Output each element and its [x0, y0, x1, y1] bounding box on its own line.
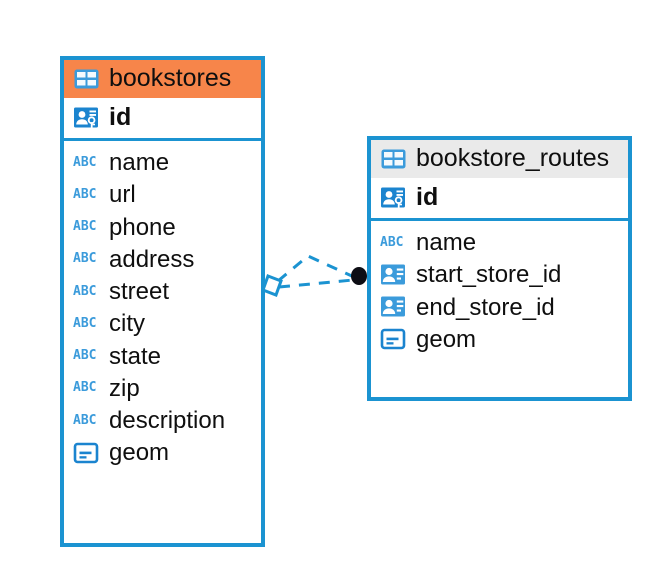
primary-key-label: id: [416, 183, 439, 211]
abc-type-glyph: ABC: [73, 251, 97, 267]
field-label: zip: [109, 374, 140, 402]
relationship-diamond-marker: [261, 274, 283, 297]
field-label: address: [109, 245, 195, 273]
entity-title: bookstores: [109, 64, 232, 92]
abc-type-icon: ABC: [73, 284, 100, 300]
field-row[interactable]: ABC name: [64, 147, 261, 179]
entity-title: bookstore_routes: [416, 144, 610, 172]
abc-type-icon: ABC: [73, 251, 100, 267]
abc-type-icon: ABC: [73, 348, 100, 364]
field-label: geom: [109, 439, 170, 467]
field-row[interactable]: ABC street: [64, 276, 261, 308]
abc-type-icon: ABC: [73, 187, 100, 203]
table-icon: [73, 68, 100, 90]
field-row[interactable]: geom: [371, 324, 628, 356]
field-row[interactable]: start_store_id: [371, 259, 628, 291]
field-label: state: [109, 342, 162, 370]
abc-type-glyph: ABC: [73, 154, 97, 170]
field-label: phone: [109, 213, 176, 241]
field-row[interactable]: ABC address: [64, 244, 261, 276]
abc-type-icon: ABC: [73, 155, 100, 171]
entity-bookstore-routes[interactable]: bookstore_routes id ABC: [367, 136, 632, 401]
abc-type-icon: ABC: [73, 316, 100, 332]
field-label: city: [109, 310, 145, 338]
abc-type-glyph: ABC: [73, 186, 97, 202]
entity-primary-key-row[interactable]: id: [64, 98, 261, 141]
field-label: geom: [416, 325, 477, 353]
primary-key-icon: [73, 105, 100, 131]
field-label: start_store_id: [416, 261, 562, 289]
abc-type-glyph: ABC: [73, 219, 97, 235]
abc-type-icon: ABC: [380, 235, 407, 251]
field-row[interactable]: ABC url: [64, 179, 261, 211]
abc-type-glyph: ABC: [73, 412, 97, 428]
abc-type-glyph: ABC: [73, 283, 97, 299]
field-row[interactable]: ABC phone: [64, 212, 261, 244]
geometry-icon: [73, 441, 100, 465]
field-row[interactable]: ABC zip: [64, 373, 261, 405]
entity-header-bookstores[interactable]: bookstores: [64, 60, 261, 98]
entity-field-list: ABC name start_store_id: [371, 221, 628, 363]
field-label: description: [109, 407, 226, 435]
foreign-key-icon: [380, 294, 407, 320]
relationship-circle-marker: [351, 267, 367, 285]
field-row[interactable]: end_store_id: [371, 292, 628, 324]
field-row[interactable]: ABC name: [371, 227, 628, 259]
field-label: name: [416, 229, 477, 256]
abc-type-icon: ABC: [73, 413, 100, 429]
abc-type-icon: ABC: [73, 380, 100, 396]
primary-key-icon: [380, 185, 407, 211]
entity-header-bookstore-routes[interactable]: bookstore_routes: [371, 140, 628, 178]
field-label: name: [109, 149, 170, 176]
field-row[interactable]: ABC description: [64, 405, 261, 437]
field-label: street: [109, 278, 170, 306]
primary-key-label: id: [109, 103, 132, 131]
abc-type-glyph: ABC: [73, 348, 97, 364]
entity-field-list: ABC name ABC url ABC phone ABC: [64, 141, 261, 477]
entity-primary-key-row[interactable]: id: [371, 178, 628, 221]
abc-type-glyph: ABC: [73, 315, 97, 331]
field-label: url: [109, 181, 136, 209]
field-row[interactable]: ABC state: [64, 341, 261, 373]
relationship-line-lower: [278, 278, 354, 289]
abc-type-glyph: ABC: [73, 380, 97, 396]
abc-type-glyph: ABC: [380, 234, 404, 250]
field-row[interactable]: ABC city: [64, 308, 261, 340]
entity-bookstores[interactable]: bookstores id ABC: [60, 56, 265, 547]
relationship-line-upper: [277, 254, 355, 283]
geometry-icon: [380, 327, 407, 351]
table-icon: [380, 148, 407, 170]
abc-type-icon: ABC: [73, 219, 100, 235]
foreign-key-icon: [380, 262, 407, 288]
field-label: end_store_id: [416, 293, 555, 321]
field-row[interactable]: geom: [64, 437, 261, 469]
